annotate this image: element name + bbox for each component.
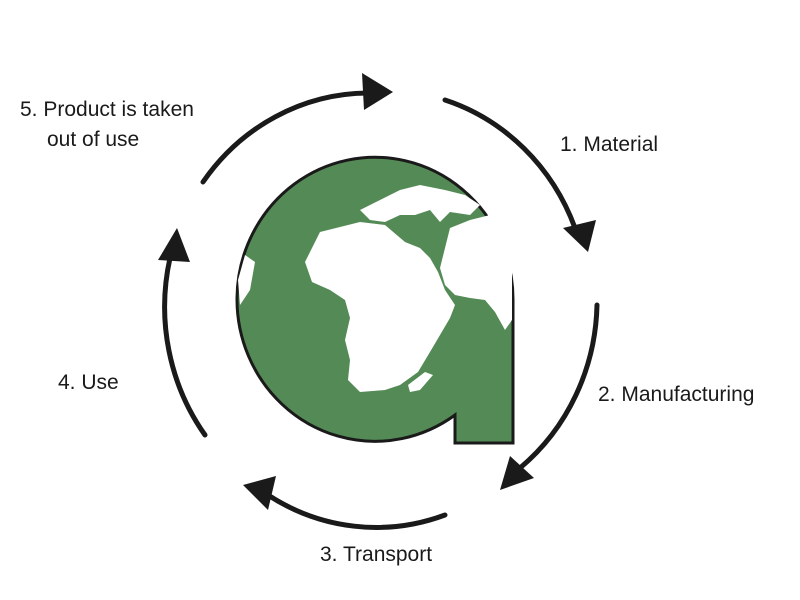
step-5-label-line1: 5. Product is taken — [20, 98, 194, 121]
asia-shape — [440, 215, 512, 330]
europe-shape — [360, 185, 480, 222]
step-4-label: 4. Use — [58, 371, 119, 394]
americas-edge — [238, 255, 255, 305]
arrowheads — [158, 73, 596, 510]
madagascar-shape — [408, 372, 433, 392]
arrowhead-icon — [243, 476, 276, 510]
arrowhead-icon — [500, 456, 534, 490]
arrowhead-icon — [362, 73, 393, 110]
africa-shape — [305, 222, 455, 392]
arrowhead-icon — [158, 228, 190, 262]
arrow-3-to-4 — [265, 492, 448, 530]
arrowhead-icon — [563, 220, 596, 252]
arrow-2-to-3 — [517, 302, 600, 471]
arrow-5-to-1 — [200, 90, 371, 185]
cycle-arrows — [162, 90, 600, 530]
globe-a-logo-icon — [235, 155, 515, 445]
arrow-1-to-2 — [442, 97, 578, 231]
step-3-label: 3. Transport — [320, 543, 433, 566]
step-2-label: 2. Manufacturing — [598, 383, 755, 406]
arrow-4-to-5 — [162, 255, 208, 438]
step-1-label: 1. Material — [560, 133, 659, 156]
step-5-label-line2: out of use — [47, 128, 140, 151]
